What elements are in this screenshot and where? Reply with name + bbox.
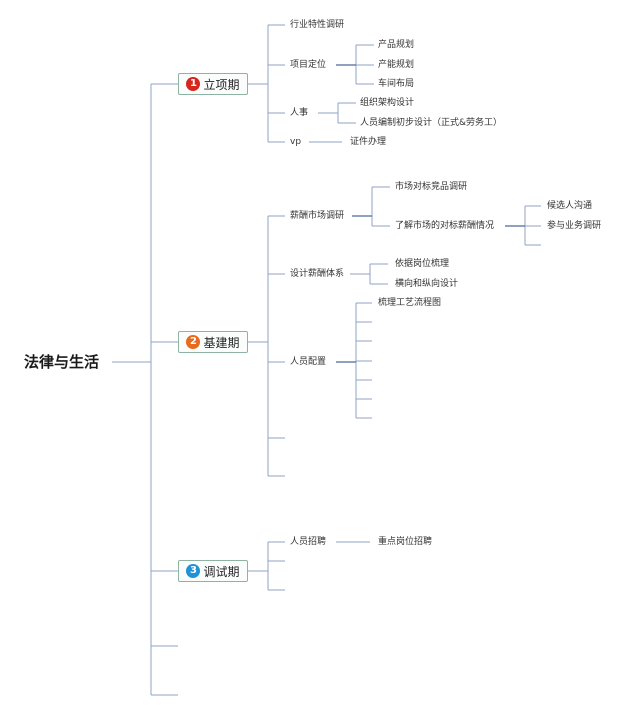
topic-by-position[interactable]: 依据岗位梳理	[395, 259, 450, 269]
topic-process-map[interactable]: 梳理工艺流程图	[378, 298, 442, 308]
topic-workshop-layout[interactable]: 车间布局	[378, 79, 415, 89]
phase-label: 调试期	[203, 564, 240, 579]
topic-industry-research[interactable]: 行业特性调研	[290, 20, 345, 30]
topic-positioning[interactable]: 项目定位	[290, 60, 327, 70]
number-1-badge-icon: 1	[186, 77, 201, 91]
number-2-badge-icon: 2	[186, 335, 201, 349]
topic-staff-config[interactable]: 人员配置	[290, 357, 327, 367]
topic-org-design[interactable]: 组织架构设计	[360, 98, 415, 108]
topic-license[interactable]: 证件办理	[350, 137, 387, 147]
phase-node-3[interactable]: 3 调试期	[178, 560, 248, 582]
topic-product-plan[interactable]: 产品规划	[378, 40, 415, 50]
topic-recruitment[interactable]: 人员招聘	[290, 537, 327, 547]
topic-staffing-design[interactable]: 人员编制初步设计（正式&劳务工）	[360, 118, 503, 128]
topic-understand-salary[interactable]: 了解市场的对标薪酬情况	[395, 221, 495, 231]
topic-horizontal-vertical[interactable]: 横向和纵向设计	[395, 279, 459, 289]
number-3-badge-icon: 3	[186, 564, 201, 578]
phase-node-2[interactable]: 2 基建期	[178, 331, 248, 353]
topic-business-research[interactable]: 参与业务调研	[547, 221, 602, 231]
topic-candidate-communication[interactable]: 候选人沟通	[547, 201, 593, 211]
phase-node-1[interactable]: 1 立项期	[178, 73, 248, 95]
topic-salary-system[interactable]: 设计薪酬体系	[290, 269, 345, 279]
phase-label: 立项期	[203, 77, 240, 92]
topic-vp[interactable]: vp	[290, 137, 302, 147]
topic-benchmark-research[interactable]: 市场对标竞品调研	[395, 182, 468, 192]
topic-hr[interactable]: 人事	[290, 108, 309, 118]
root-topic[interactable]: 法律与生活	[24, 353, 100, 371]
topic-salary-research[interactable]: 薪酬市场调研	[290, 211, 345, 221]
topic-key-recruitment[interactable]: 重点岗位招聘	[378, 537, 433, 547]
phase-label: 基建期	[203, 335, 240, 350]
topic-capacity-plan[interactable]: 产能规划	[378, 60, 415, 70]
